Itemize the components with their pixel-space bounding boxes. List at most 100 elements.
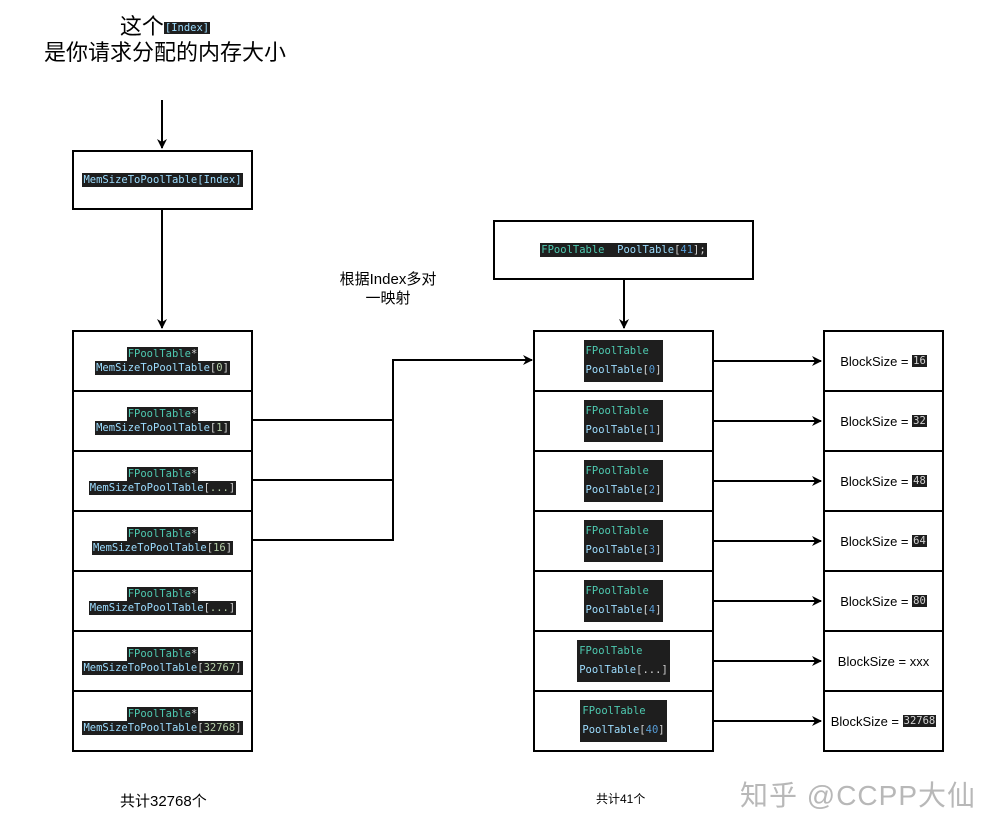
row-bracket-close: ] (235, 722, 242, 734)
pool-row-var: PoolTable (585, 484, 643, 496)
block-size-row: BlockSize = 80 (823, 570, 944, 632)
row-var: MemSizeToPoolTable (96, 422, 210, 434)
pool-row-type: FPoolTable (585, 465, 649, 477)
pool-row-type: FPoolTable (579, 645, 643, 657)
row-type-line: FPoolTable* (126, 587, 199, 601)
pool-row-bracket-open: [ (639, 724, 646, 736)
caption-index-code: [Index] (163, 22, 211, 35)
pool-row-bracket-close: ] (655, 484, 662, 496)
pool-row-var: PoolTable (582, 724, 640, 736)
row-type: FPoolTable (127, 468, 191, 480)
pool-row-var-line: PoolTable[1] (586, 421, 662, 440)
pool-row-var-line: PoolTable[2] (586, 481, 662, 500)
index-subscript: [Index] (197, 174, 242, 186)
row-type: FPoolTable (127, 588, 191, 600)
pool-row-var-line: PoolTable[...] (579, 661, 668, 680)
row-var-line: MemSizeToPoolTable[1] (95, 421, 230, 435)
pool-row-var-line: PoolTable[0] (586, 361, 662, 380)
row-var: MemSizeToPoolTable (89, 602, 204, 614)
block-size-label: BlockSize = (830, 713, 903, 729)
block-size-label: BlockSize = (837, 653, 910, 669)
row-type: FPoolTable (127, 408, 191, 420)
pool-row-bracket-open: [ (642, 604, 649, 616)
row-type-line: FPoolTable* (126, 527, 199, 541)
pool-row-bracket-close: ] (655, 424, 662, 436)
row-type-line: FPoolTable* (126, 647, 199, 661)
mapping-note-line2: 一映射 (365, 290, 411, 307)
row-var-line: MemSizeToPoolTable[...] (88, 601, 237, 615)
pool-row-var-line: PoolTable[3] (586, 541, 662, 560)
row-bracket-close: ] (228, 482, 236, 494)
block-size-row: BlockSize = 16 (823, 330, 944, 392)
mapping-note: 根据Index多对 一映射 (318, 270, 458, 308)
row-index: 1 (216, 422, 223, 434)
decl-var: PoolTable (617, 244, 675, 256)
pool-row-index: 3 (648, 544, 656, 556)
pool-row-type: FPoolTable (585, 405, 649, 417)
request-size-caption: 这个[Index] 是你请求分配的内存大小 (20, 14, 310, 66)
row-var: MemSizeToPoolTable (96, 362, 210, 374)
row-bracket-open: [ (209, 422, 217, 434)
block-size-label: BlockSize = (840, 353, 913, 369)
block-size-row: BlockSize = 48 (823, 450, 944, 512)
row-type: FPoolTable (127, 348, 191, 360)
row-pointer: * (190, 348, 198, 360)
pool-row-bracket-close: ] (655, 364, 662, 376)
row-bracket-open: [ (203, 602, 210, 614)
row-var: MemSizeToPoolTable (83, 662, 198, 674)
row-index: ... (209, 602, 229, 614)
pool-row-bracket-open: [ (642, 424, 649, 436)
index-lookup-box: MemSizeToPoolTable[Index] (72, 150, 253, 210)
row-pointer: * (190, 648, 198, 660)
block-size-value: 48 (912, 475, 927, 487)
pool-row-bracket-open: [ (636, 664, 643, 676)
pool-row-index: ... (642, 664, 662, 676)
block-size-row: BlockSize = 32 (823, 390, 944, 452)
left-stack-row: FPoolTable*MemSizeToPoolTable[...] (72, 570, 253, 632)
decl-bracket-open: [ (674, 244, 681, 256)
left-stack-row: FPoolTable*MemSizeToPoolTable[16] (72, 510, 253, 572)
block-size-value: 64 (912, 535, 927, 547)
row-var-line: MemSizeToPoolTable[32768] (82, 721, 243, 735)
block-size-value: 16 (912, 355, 927, 367)
row-type-line: FPoolTable* (126, 707, 199, 721)
pool-row-index: 4 (648, 604, 656, 616)
pool-row-type: FPoolTable (585, 585, 649, 597)
row-bracket-open: [ (203, 482, 210, 494)
row-bracket-close: ] (235, 662, 242, 674)
left-stack-row: FPoolTable*MemSizeToPoolTable[...] (72, 450, 253, 512)
block-size-row: BlockSize = 32768 (823, 690, 944, 752)
row-var-line: MemSizeToPoolTable[16] (91, 541, 234, 555)
row-var: MemSizeToPoolTable (83, 722, 198, 734)
right-total-label: 共计41个 (596, 792, 646, 806)
row-index: 0 (216, 362, 223, 374)
row-bracket-close: ] (222, 362, 229, 374)
row-var-line: MemSizeToPoolTable[32767] (82, 661, 243, 675)
block-size-value: 32768 (902, 715, 937, 727)
block-size-value: 32 (912, 415, 927, 427)
pool-row-type: FPoolTable (585, 525, 649, 537)
row-index: 32768 (203, 722, 236, 734)
row-pointer: * (190, 708, 198, 720)
caption-line1-text: 这个 (119, 14, 164, 39)
row-pointer: * (190, 528, 198, 540)
row-bracket-open: [ (206, 542, 214, 554)
row-var-line: MemSizeToPoolTable[...] (88, 481, 237, 495)
pool-row-bracket-open: [ (642, 484, 649, 496)
arrow-mapping-to-pool (392, 355, 533, 420)
pool-row-index: 1 (648, 424, 656, 436)
decl-size: 41 (680, 244, 694, 256)
left-stack-row: FPoolTable*MemSizeToPoolTable[0] (72, 330, 253, 392)
block-size-row: BlockSize = xxx (823, 630, 944, 692)
index-var: MemSizeToPoolTable (83, 174, 198, 186)
left-stack-row: FPoolTable*MemSizeToPoolTable[32768] (72, 690, 253, 752)
